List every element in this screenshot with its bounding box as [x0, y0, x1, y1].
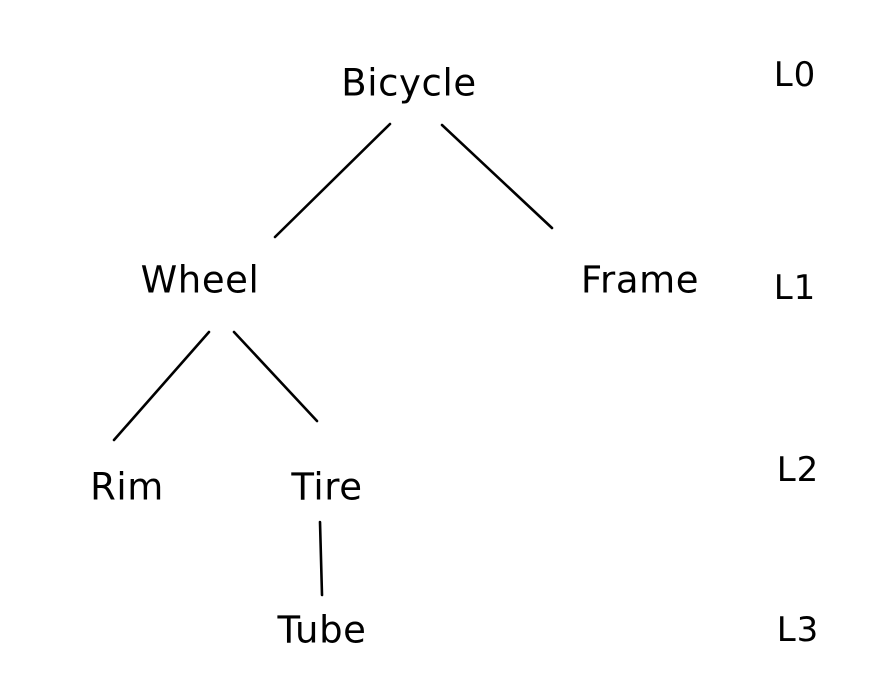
edge-bicycle-to-wheel [273, 122, 392, 239]
node-rim[interactable]: Rim [90, 465, 164, 509]
edge-wheel-to-rim [112, 330, 211, 442]
edge-tire-to-tube [318, 520, 324, 597]
node-frame[interactable]: Frame [580, 258, 700, 302]
node-tire[interactable]: Tire [291, 465, 363, 509]
level-label-l2: L2 [776, 450, 820, 490]
edge-bicycle-to-frame [440, 123, 554, 230]
node-bicycle[interactable]: Bicycle [341, 61, 477, 105]
level-label-l1: L1 [773, 268, 817, 308]
edge-wheel-to-tire [232, 330, 319, 423]
node-wheel[interactable]: Wheel [140, 258, 260, 302]
node-tube[interactable]: Tube [277, 608, 367, 652]
level-label-l3: L3 [776, 610, 820, 650]
level-label-l0: L0 [773, 55, 817, 95]
